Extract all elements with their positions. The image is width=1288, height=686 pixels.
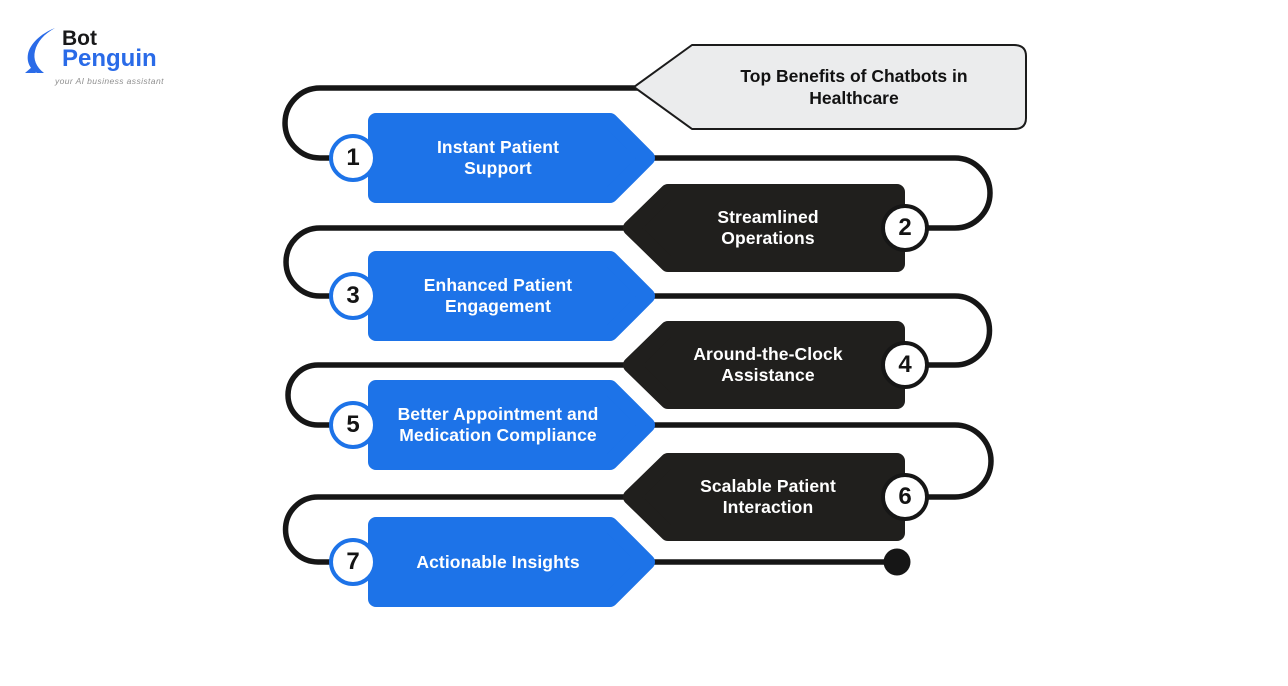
- penguin-icon: [25, 28, 55, 73]
- item-label-4: Around-the-Clock Assistance: [693, 344, 843, 385]
- botpenguin-logo: Bot Penguin your AI business assistant: [18, 26, 178, 86]
- brand-name-penguin: Penguin: [62, 45, 157, 72]
- item-label-3: Enhanced Patient Engagement: [423, 275, 573, 316]
- arrow-shape-3: [368, 251, 655, 341]
- connector-2-to-3: [283, 225, 637, 299]
- item-number-1: 1: [329, 134, 377, 182]
- brand-name-bot: Bot: [62, 27, 97, 50]
- connector-5-to-6: [645, 422, 994, 500]
- brand-tagline: your AI business assistant: [55, 76, 164, 86]
- arrow-shape-1: [368, 113, 655, 203]
- item-label-6: Scalable Patient Interaction: [700, 476, 836, 517]
- item-number-4: 4: [881, 341, 929, 389]
- item-label-5: Better Appointment and Medication Compli…: [397, 404, 599, 445]
- item-label-7: Actionable Insights: [416, 551, 580, 572]
- arrow-shape-4: [623, 321, 905, 409]
- item-number-2: 2: [881, 204, 929, 252]
- arrow-shape-7: [368, 517, 655, 607]
- arrow-shape-5: [368, 380, 655, 470]
- item-label-1: Instant Patient Support: [436, 137, 560, 178]
- connector-1-to-2: [645, 155, 993, 231]
- connector-3-to-4: [645, 293, 993, 368]
- title-banner-shape: [633, 44, 1027, 130]
- item-number-3: 3: [329, 272, 377, 320]
- item-number-7: 7: [329, 538, 377, 586]
- arrow-shape-2: [623, 184, 905, 272]
- page-title: Top Benefits of Chatbots in Healthcare: [740, 66, 968, 108]
- connector-6-to-7: [282, 494, 637, 565]
- connector-4-to-5: [285, 362, 637, 428]
- item-number-6: 6: [881, 473, 929, 521]
- item-number-5: 5: [329, 401, 377, 449]
- connector-title-to-1: [282, 85, 643, 161]
- arrow-shape-6: [623, 453, 905, 541]
- end-dot: [883, 548, 911, 576]
- item-label-2: Streamlined Operations: [717, 207, 819, 248]
